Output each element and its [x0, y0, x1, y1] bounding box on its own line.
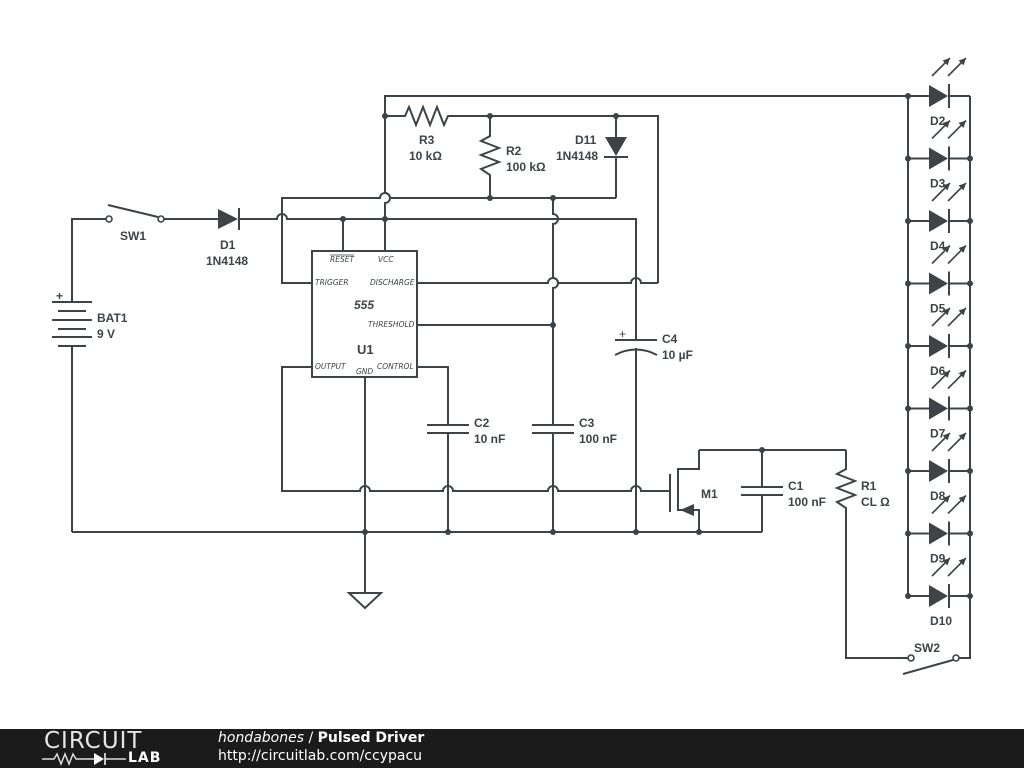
m1-ref: M1	[701, 487, 718, 501]
led-label-d5: D5	[930, 302, 946, 316]
c3-ref: C3	[579, 416, 595, 430]
c2-ref: C2	[474, 416, 490, 430]
sw2-ref: SW2	[914, 641, 940, 655]
led-label-d3: D3	[930, 177, 946, 191]
circuit-title: hondabones / Pulsed Driver	[218, 730, 424, 746]
led-label-d4: D4	[930, 239, 946, 253]
d1-value: 1N4148	[206, 254, 248, 268]
d11-value: 1N4148	[556, 149, 598, 163]
chip-part: 555	[354, 298, 374, 312]
circuitlab-logo[interactable]: CIRCUIT LAB	[42, 728, 177, 767]
diode-d1[interactable]	[218, 208, 240, 230]
logo-text-top: CIRCUIT	[44, 728, 143, 754]
bat1-ref: BAT1	[97, 311, 128, 325]
capacitor-c2[interactable]	[427, 424, 469, 532]
footer-bar: CIRCUIT LAB hondabones / Pulsed Driver h…	[0, 728, 1024, 768]
resistor-r2[interactable]	[478, 116, 502, 198]
led-d2[interactable]	[905, 57, 970, 108]
led-label-d7: D7	[930, 427, 946, 441]
battery-bat1[interactable]: +	[52, 218, 108, 532]
title-separator: /	[304, 730, 318, 746]
r3-ref: R3	[419, 133, 435, 147]
pin-output: OUTPUT	[315, 362, 347, 371]
led-d10[interactable]	[905, 557, 973, 608]
led-d7[interactable]	[905, 369, 973, 421]
led-label-d10: D10	[930, 614, 952, 628]
c1-value: 100 nF	[788, 495, 826, 509]
resistor-r1[interactable]	[834, 450, 908, 659]
circuit-url[interactable]: http://circuitlab.com/ccypacu	[218, 748, 423, 764]
resistor-r3[interactable]	[385, 104, 659, 283]
c1-ref: C1	[788, 479, 804, 493]
pin-discharge: DISCHARGE	[370, 278, 415, 287]
led-label-d9: D9	[930, 552, 946, 566]
r1-ref: R1	[861, 479, 877, 493]
led-label-d6: D6	[930, 364, 946, 378]
logo-text-lab: LAB	[128, 750, 162, 766]
ic-555-u1[interactable]: RESET VCC TRIGGER DISCHARGE 555 THRESHOL…	[311, 250, 418, 378]
led-d9[interactable]	[905, 494, 973, 546]
r2-ref: R2	[506, 144, 522, 158]
resistor-diode-logo-icon	[42, 751, 126, 766]
r1-value: CL Ω	[861, 495, 890, 509]
u1-ref: U1	[357, 342, 374, 357]
r2-value: 100 kΩ	[506, 160, 546, 174]
led-d6[interactable]	[905, 307, 973, 358]
circuit-name: Pulsed Driver	[317, 730, 425, 746]
led-d8[interactable]	[905, 432, 973, 483]
ground-symbol	[346, 592, 384, 610]
r3-value: 10 kΩ	[409, 149, 442, 163]
led-d3[interactable]	[905, 119, 973, 171]
capacitor-c4[interactable]: +	[614, 327, 658, 532]
led-label-d8: D8	[930, 489, 946, 503]
c3-value: 100 nF	[579, 432, 617, 446]
schematic-canvas: + BAT1 9 V SW1 D1 1N4148 R3 10 kΩ R2 100…	[52, 57, 973, 675]
c4-value: 10 µF	[662, 348, 693, 362]
pin-threshold: THRESHOLD	[368, 320, 415, 329]
pin-vcc: VCC	[378, 255, 394, 264]
d1-ref: D1	[220, 238, 236, 252]
pin-control: CONTROL	[377, 362, 414, 371]
led-d4[interactable]	[905, 182, 973, 233]
c2-value: 10 nF	[474, 432, 505, 446]
pin-trigger: TRIGGER	[315, 278, 349, 287]
led-d5[interactable]	[905, 244, 973, 296]
mosfet-m1[interactable]	[669, 450, 700, 532]
c4-plus: +	[619, 327, 626, 341]
capacitor-c3[interactable]	[532, 424, 574, 532]
pin-gnd: GND	[356, 367, 373, 376]
switch-sw1[interactable]	[105, 204, 218, 223]
c4-ref: C4	[662, 332, 678, 346]
author-name[interactable]: hondabones	[218, 730, 305, 746]
bat1-plus: +	[56, 289, 63, 303]
bat1-value: 9 V	[97, 327, 115, 341]
diode-d11[interactable]	[604, 116, 628, 198]
pin-reset: RESET	[330, 255, 355, 264]
d11-ref: D11	[575, 133, 597, 147]
led-label-d2: D2	[930, 114, 946, 128]
sw1-ref: SW1	[120, 229, 146, 243]
capacitor-c1[interactable]	[741, 450, 783, 532]
